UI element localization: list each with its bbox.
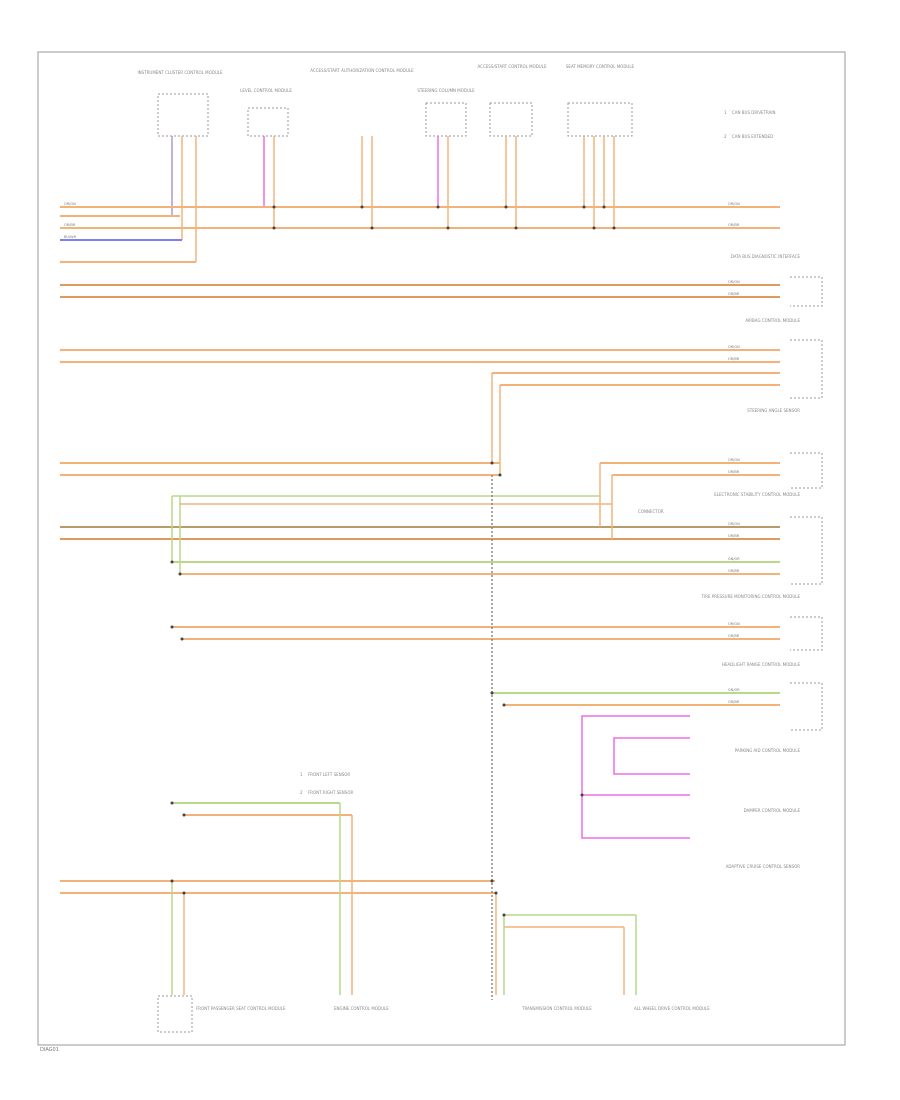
diagram-border	[37, 51, 846, 1046]
wire-tag: OR/GN	[64, 202, 76, 206]
mid-legend: 1 FRONT LEFT SENSOR 2 FRONT RIGHT SENSOR	[300, 772, 353, 795]
component-label: STEERING ANGLE SENSOR	[747, 408, 800, 413]
module-label: INSTRUMENT CLUSTER CONTROL MODULE	[137, 70, 222, 75]
module-box	[567, 102, 633, 137]
module-seat-memory: SEAT MEMORY CONTROL MODULE	[566, 64, 635, 137]
wire-tag: OR/GN	[728, 280, 740, 284]
component-label: DATA BUS DIAGNOSTIC INTERFACE	[731, 254, 801, 259]
module-box	[157, 93, 209, 137]
wire-tag: OR/BR	[728, 223, 740, 227]
module-label: STEERING COLUMN MODULE	[417, 88, 475, 93]
component-label: DAMPER CONTROL MODULE	[744, 808, 801, 813]
module-box	[425, 102, 467, 137]
component-label: TIRE PRESSURE MONITORING CONTROL MODULE	[701, 594, 801, 599]
component-bracket	[790, 276, 823, 307]
module-box	[247, 107, 289, 137]
legend-num: 2	[300, 790, 303, 795]
component-bracket	[790, 452, 823, 489]
wire-tag: OR/BR	[728, 700, 740, 704]
module-label: LEVEL CONTROL MODULE	[240, 88, 292, 93]
connector-label: CONNECTOR	[638, 509, 664, 514]
component-bracket	[790, 616, 823, 651]
wire-tag: OR/BR	[728, 534, 740, 538]
vertical-links	[171, 373, 637, 1000]
top-modules: INSTRUMENT CLUSTER CONTROL MODULE LEVEL …	[137, 64, 635, 137]
wire-tag: GN/OR	[728, 557, 740, 561]
module-box	[157, 995, 193, 1033]
wire-tag: OR/GN	[728, 522, 740, 526]
legend-text: FRONT LEFT SENSOR	[308, 772, 350, 777]
component-label: HEADLIGHT RANGE CONTROL MODULE	[722, 662, 800, 667]
module-label: SEAT MEMORY CONTROL MODULE	[566, 64, 635, 69]
module-label: TRANSMISSION CONTROL MODULE	[521, 1006, 592, 1011]
wire-tag: OR/GN	[728, 458, 740, 462]
module-box	[489, 102, 533, 137]
wire-tag: OR/BR	[728, 569, 740, 573]
wire-tag: OR/GN	[728, 622, 740, 626]
component-bracket	[790, 682, 823, 731]
wire-tag: OR/GN	[728, 345, 740, 349]
bottom-modules: FRONT PASSENGER SEAT CONTROL MODULE ENGI…	[157, 995, 710, 1033]
component-label: AIRBAG CONTROL MODULE	[745, 318, 800, 323]
legend-text: CAN BUS DRIVETRAIN	[732, 110, 776, 115]
top-legend: 1 CAN BUS DRIVETRAIN 2 CAN BUS EXTENDED	[724, 110, 776, 139]
module-label: ALL WHEEL DRIVE CONTROL MODULE	[634, 1006, 710, 1011]
module-steering-column: STEERING COLUMN MODULE	[417, 88, 475, 137]
module-label: ENGINE CONTROL MODULE	[334, 1006, 389, 1011]
module-instrument-cluster: INSTRUMENT CLUSTER CONTROL MODULE	[137, 70, 223, 137]
wire-tag: OR/BR	[728, 470, 740, 474]
wire-tag: OR/BR	[728, 634, 740, 638]
wire-tag: OR/GN	[728, 202, 740, 206]
module-level-control: LEVEL CONTROL MODULE	[240, 88, 292, 137]
wire-tag: OR/BR	[728, 357, 740, 361]
component-label: ELECTRONIC STABILITY CONTROL MODULE	[714, 492, 800, 497]
page-ref: DIAG01	[40, 1047, 59, 1053]
module-access-auth: ACCESS/START AUTHORIZATION CONTROL MODUL…	[310, 68, 414, 73]
wire-tag: GN/OR	[728, 688, 740, 692]
module-label: FRONT PASSENGER SEAT CONTROL MODULE	[196, 1006, 286, 1011]
legend-text: FRONT RIGHT SENSOR	[308, 790, 353, 795]
component-label: ADAPTIVE CRUISE CONTROL SENSOR	[726, 864, 801, 869]
module-label: ACCESS/START AUTHORIZATION CONTROL MODUL…	[310, 68, 414, 73]
module-label: ACCESS/START CONTROL MODULE	[478, 64, 547, 69]
top-drops	[171, 136, 615, 262]
legend-num: 1	[724, 110, 727, 115]
wire-tag: OR/BR	[64, 223, 76, 227]
legend-num: 1	[300, 772, 303, 777]
legend-text: CAN BUS EXTENDED	[732, 134, 773, 139]
component-label: PARKING AID CONTROL MODULE	[735, 748, 801, 753]
main-buses	[60, 206, 780, 894]
component-bracket	[790, 516, 823, 585]
wire-tag: BU/WH	[64, 235, 77, 239]
right-components: DATA BUS DIAGNOSTIC INTERFACE AIRBAG CON…	[701, 254, 823, 869]
component-bracket	[790, 339, 823, 399]
module-access-start: ACCESS/START CONTROL MODULE	[478, 64, 547, 137]
wire-tag: OR/BR	[728, 292, 740, 296]
legend-num: 2	[724, 134, 727, 139]
pink-network	[581, 715, 690, 839]
wire-tags: OR/GN OR/BR OR/GN OR/BR BU/WH OR/GN OR/B…	[64, 202, 740, 704]
junction-dots	[170, 205, 616, 917]
